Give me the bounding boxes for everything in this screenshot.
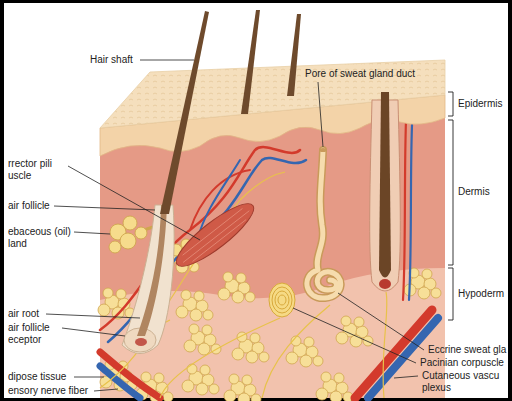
- leader-lines: [394, 376, 418, 378]
- hair-shafts: [287, 14, 301, 96]
- layer-brackets: [448, 268, 453, 320]
- pacinian-corpuscle: [272, 287, 292, 313]
- leader-lines: [94, 389, 118, 391]
- hair-follicle-section: [370, 92, 401, 291]
- leader-lines: [74, 377, 104, 378]
- hair-follicle-section: [379, 92, 391, 278]
- adipose-cells: [218, 272, 255, 303]
- part-label: ebaceous (oil) land: [8, 226, 78, 250]
- sebaceous-gland: [120, 233, 136, 249]
- part-label: rrector pili uscle: [8, 158, 68, 182]
- adipose-cells: [176, 290, 213, 321]
- layer-brackets: [448, 92, 453, 116]
- leader-lines: [140, 60, 194, 61]
- layer-brackets: [448, 92, 453, 320]
- adipose-cells: [336, 316, 373, 347]
- part-label: ensory nerve fiber: [8, 385, 88, 397]
- hair-follicle-section: [379, 279, 391, 289]
- blood-vessels: [100, 352, 160, 398]
- part-label: Pore of sweat gland duct: [305, 68, 415, 80]
- leader-lines: [62, 328, 125, 336]
- part-label: Hypoderm: [458, 288, 504, 300]
- sebaceous-gland: [109, 241, 121, 253]
- leader-lines: [318, 82, 323, 147]
- pacinian-corpuscle: [269, 283, 295, 317]
- sweat-gland: [307, 150, 341, 298]
- blood-vessels: [409, 125, 412, 300]
- hair-shafts: [160, 10, 301, 214]
- part-label: Cutaneous vascu plexus: [422, 370, 506, 394]
- hair-shafts: [241, 10, 260, 114]
- pacinian-corpuscle: [278, 295, 286, 305]
- sweat-gland: [307, 148, 341, 298]
- sweat-gland: [319, 148, 327, 152]
- adipose-cells: [232, 332, 269, 363]
- dermis-layer: [100, 95, 445, 398]
- sebaceous-gland: [123, 216, 137, 230]
- adipose-cells: [182, 364, 219, 395]
- blood-vessels: [100, 147, 300, 330]
- leader-lines: [338, 293, 424, 350]
- part-label: Pacinian corpuscle: [420, 357, 504, 369]
- arrector-pili-muscle: [169, 195, 261, 275]
- hair-follicle: [137, 205, 167, 336]
- part-label: air follicle: [8, 200, 50, 212]
- part-label: Epidermis: [458, 98, 502, 110]
- nerve-fibers: [262, 305, 330, 398]
- leader-lines: [74, 232, 110, 234]
- sweat-gland: [307, 150, 341, 298]
- part-label: air follicle eceptor: [8, 322, 64, 346]
- arrector-pili-muscle: [179, 206, 252, 266]
- part-label: Eccrine sweat gla: [428, 344, 506, 356]
- leader-lines: [68, 166, 200, 240]
- pacinian-corpuscle: [269, 283, 295, 317]
- hair-shafts: [160, 11, 209, 214]
- adipose-cells: [224, 374, 261, 401]
- nerve-fibers: [240, 172, 285, 200]
- leader-lines: [46, 314, 140, 318]
- arrector-pili-muscle: [169, 195, 261, 275]
- background: [4, 3, 508, 398]
- part-label: Hair shaft: [90, 54, 133, 66]
- pacinian-corpuscle: [275, 291, 289, 309]
- nerve-fibers: [160, 318, 280, 398]
- layer-brackets: [448, 120, 453, 265]
- adipose-cells: [286, 336, 323, 367]
- leader-lines: [293, 308, 416, 363]
- sebaceous-gland: [135, 227, 147, 239]
- blood-vessels: [403, 120, 406, 300]
- part-label: dipose tissue: [8, 371, 66, 383]
- adipose-cells: [316, 372, 353, 401]
- part-label: Dermis: [458, 186, 490, 198]
- hair-follicle: [122, 205, 174, 354]
- hair-follicle: [122, 205, 174, 354]
- part-label: air root: [8, 308, 39, 320]
- blood-vessels: [355, 310, 432, 398]
- leader-lines: [46, 60, 424, 391]
- leader-lines: [54, 206, 155, 210]
- nerve-fibers: [383, 292, 387, 398]
- hair-follicle: [135, 338, 147, 346]
